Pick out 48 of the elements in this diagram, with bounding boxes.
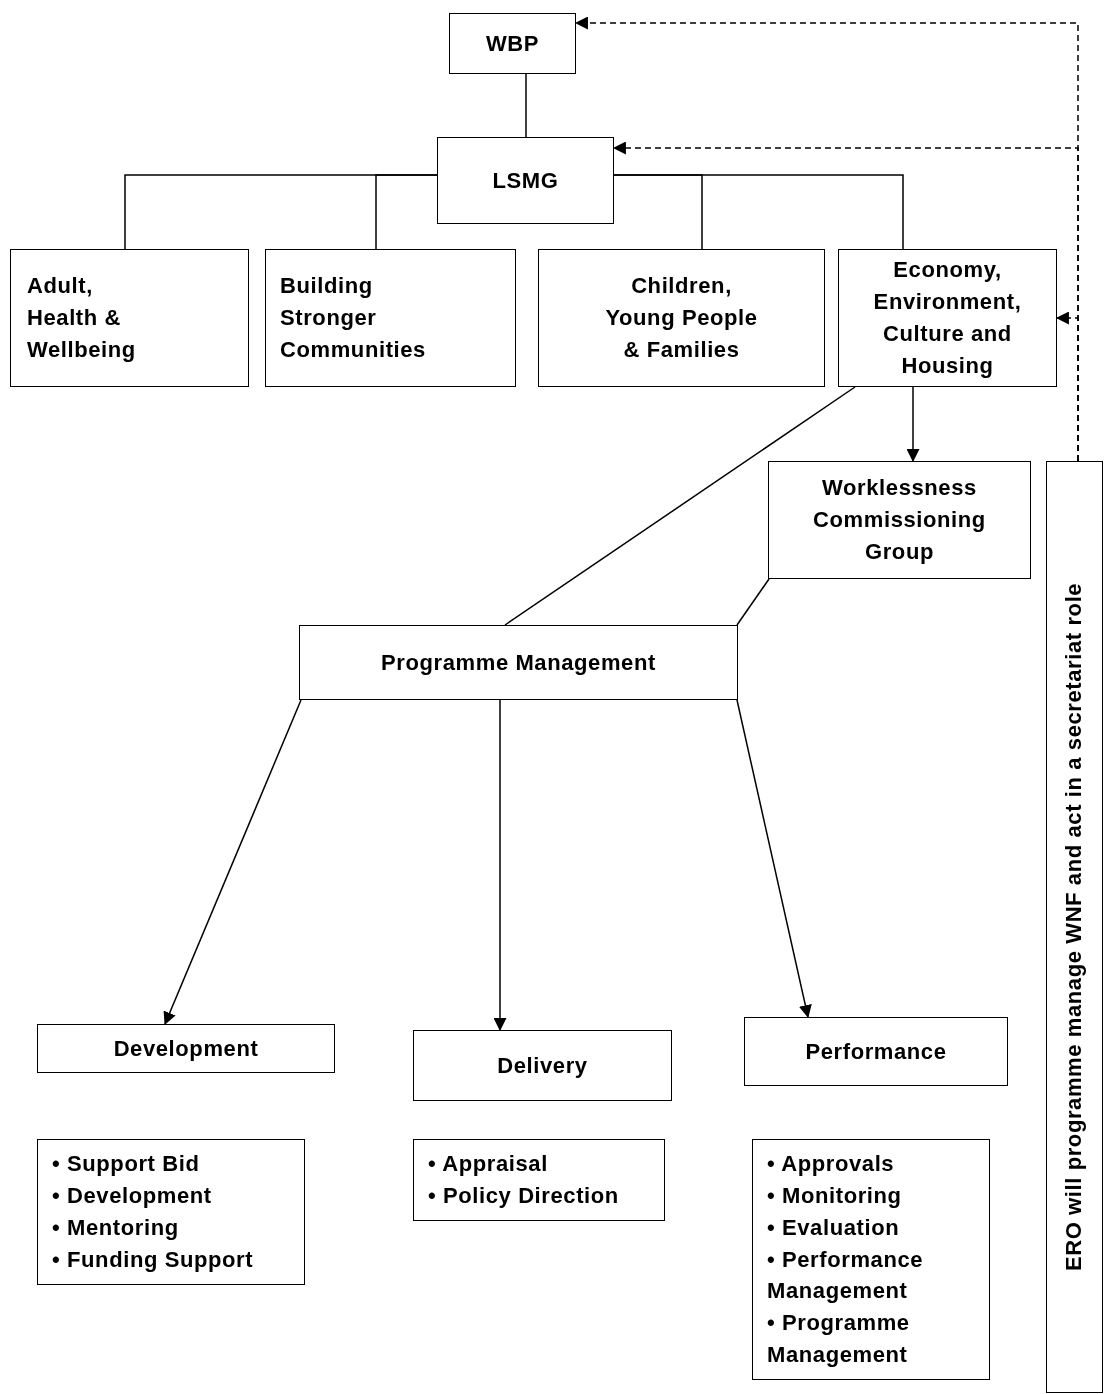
bullet-item: • Development (52, 1182, 212, 1211)
bullet-item: • Funding Support (52, 1245, 254, 1274)
function-box (413, 1030, 672, 1101)
task-list-box (37, 1139, 305, 1285)
arrow (736, 699, 812, 1019)
arrow (906, 386, 920, 463)
group-box (768, 461, 1031, 579)
function-box (744, 1017, 1008, 1086)
box-label: Children, Young People & Families (604, 272, 759, 364)
org-box (449, 13, 576, 74)
theme-box (538, 249, 825, 387)
theme-box (838, 249, 1057, 387)
box-label: Development (113, 1034, 259, 1063)
process-box (299, 625, 738, 700)
connector-line (525, 73, 527, 138)
bullet-item: • Appraisal (428, 1150, 548, 1179)
function-box (37, 1024, 335, 1073)
box-label: Adult, Health & Wellbeing (27, 272, 137, 364)
dashed-arrow (1055, 311, 1079, 462)
arrow (493, 699, 507, 1032)
theme-box (265, 249, 516, 387)
connector-line (375, 174, 438, 250)
box-label: LSMG (492, 166, 559, 195)
bullet-item: • Support Bid (52, 1150, 200, 1179)
box-label: Programme Management (381, 648, 656, 677)
bullet-item: • Programme Management (767, 1309, 911, 1370)
box-label: Economy, Environment, Culture and Housing (872, 256, 1023, 380)
bullet-item: • Approvals (767, 1149, 896, 1178)
theme-box (10, 249, 249, 387)
bullet-item: • Evaluation (767, 1213, 901, 1242)
note-box (1046, 461, 1103, 1393)
box-label: Worklessness Commissioning Group (812, 474, 987, 566)
box-label: Delivery (497, 1051, 588, 1080)
bullet-item: • Monitoring (767, 1181, 903, 1210)
box-label: Performance (805, 1037, 947, 1066)
connector-line (736, 578, 770, 626)
bullet-item: • Performance Management (767, 1245, 925, 1306)
arrow (163, 699, 302, 1025)
org-box (437, 137, 614, 224)
note-text: ERO will programme manage WNF and act in a secretariat role (1060, 582, 1088, 1272)
bullet-item: • Policy Direction (428, 1182, 619, 1210)
box-label: Building Stronger Communities (280, 272, 427, 364)
connector-line (504, 386, 856, 626)
bullet-item: • Mentoring (52, 1214, 179, 1242)
task-list-box (752, 1139, 990, 1380)
connector-line (613, 174, 904, 250)
box-label: WBP (485, 29, 540, 58)
task-list-box (413, 1139, 665, 1221)
